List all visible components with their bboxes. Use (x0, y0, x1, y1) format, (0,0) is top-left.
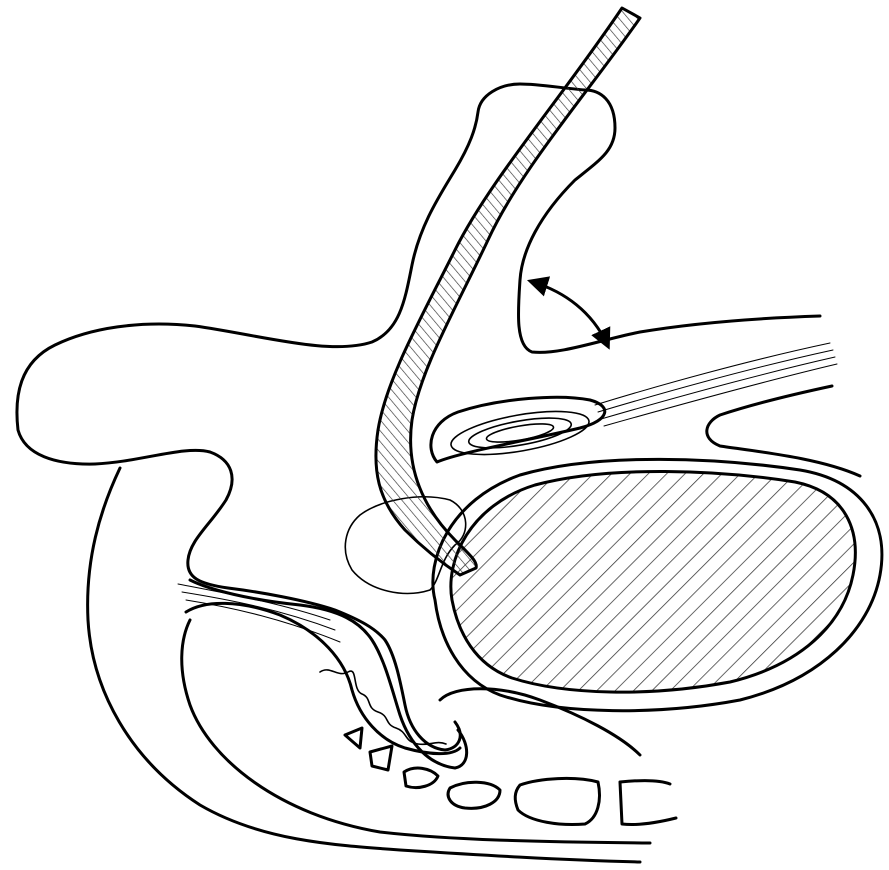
vertebra-2 (370, 746, 392, 770)
vertebra-6 (620, 781, 676, 825)
vertebra-1 (345, 728, 362, 748)
pelvic-floor-fiber-2 (182, 592, 335, 630)
vertebra-4 (448, 782, 500, 808)
rectus-fiber-4 (604, 364, 837, 426)
penile-angle-arrow (533, 282, 607, 344)
rectus-fiber-3 (601, 357, 835, 419)
vertebra-3 (404, 768, 438, 787)
pubic-bone-ring-1 (448, 403, 592, 463)
vertebra-5 (515, 778, 599, 824)
rectum-folds (320, 670, 446, 745)
pelvic-floor-curve (440, 689, 640, 755)
rectus-fiber-2 (598, 350, 833, 412)
bladder-lumen (451, 471, 855, 692)
